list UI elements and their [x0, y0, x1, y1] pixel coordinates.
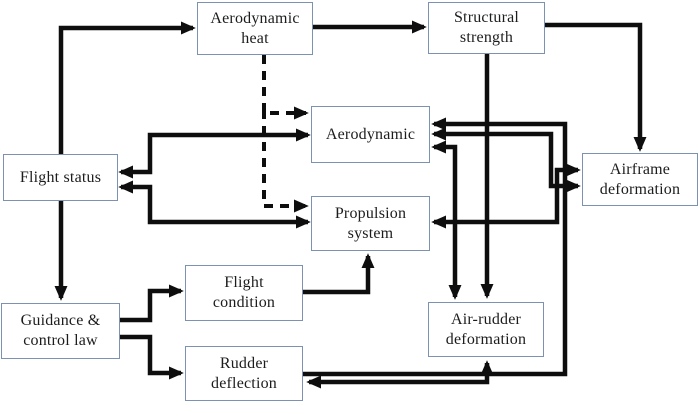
edge-airframe-deformation--propulsion-system [431, 163, 581, 229]
node-label-line: Structural [453, 9, 520, 27]
node-label-line: Air-rudder [450, 310, 522, 328]
node-label-line: system [347, 224, 394, 242]
node-label-line: Rudder [219, 354, 269, 372]
edge-aerodynamic-heat--aerodynamic-dashed [262, 55, 309, 120]
node-label-line: deflection [211, 374, 277, 392]
node-rudder-deflection: Rudder deflection [185, 346, 303, 401]
node-airframe-deformation: Airframe deformation [582, 153, 698, 206]
node-label-line: Aerodynamic [210, 9, 300, 27]
node-air-rudder-deformation: Air-rudder deformation [428, 302, 544, 357]
node-label-line: deformation [599, 180, 681, 198]
node-label-line: control law [23, 332, 98, 349]
node-structural-strength: Structural strength [428, 2, 545, 54]
node-label-line: heat [241, 29, 269, 47]
node-label-line: deformation [445, 330, 527, 348]
edge-rudder-deflection--air-rudder-deformation [306, 360, 494, 389]
node-aerodynamic-heat: Aerodynamic heat [197, 2, 313, 55]
edge-flight-status--aerodynamic [118, 128, 311, 179]
node-label-line: Flight status [19, 168, 102, 186]
node-label-line: Guidance & [20, 312, 101, 330]
node-label-line: condition [212, 294, 276, 311]
node-guidance-control-law: Guidance & control law [1, 303, 120, 359]
edge-flight-status--aerodynamic-heat [58, 21, 196, 154]
node-label-line: Propulsion [334, 204, 407, 222]
node-flight-status: Flight status [3, 154, 118, 201]
node-aerodynamic: Aerodynamic [311, 106, 430, 163]
node-label-line: Flight [224, 274, 264, 292]
node-label-line: Airframe [609, 160, 671, 178]
edge-aerodynamic-heat--propulsion-system-dashed [262, 110, 309, 213]
edge-structural-strength--airframe-deformation [545, 22, 647, 152]
node-label-line: strength [459, 29, 514, 46]
edge-flight-status--propulsion-system [118, 180, 311, 229]
node-propulsion-system: Propulsion system [311, 196, 430, 251]
edge-aerodynamic--air-rudder-deformation [431, 140, 462, 300]
edge-guidance-control-law--flight-condition [120, 284, 184, 323]
node-flight-condition: Flight condition [185, 265, 303, 321]
edge-guidance-control-law--rudder-deflection [120, 334, 184, 380]
node-label-line: Aerodynamic [325, 125, 416, 143]
edge-flight-condition--propulsion-system [303, 253, 375, 295]
